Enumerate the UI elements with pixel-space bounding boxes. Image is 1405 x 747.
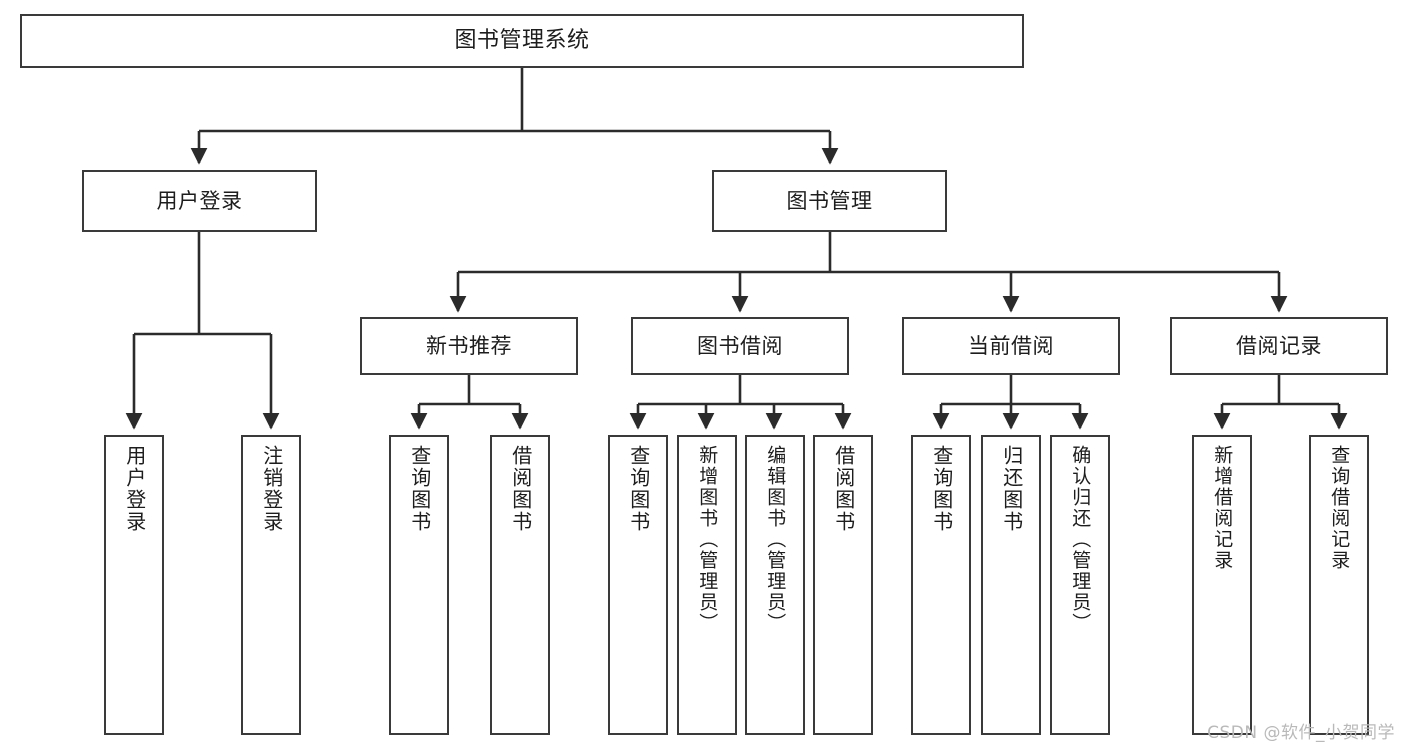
node-leaf-edit-book[interactable]: 编辑图书（管理员） [745,435,805,735]
node-user-login-label: 用户登录 [156,188,243,213]
node-borrow-record[interactable]: 借阅记录 [1170,317,1388,375]
node-leaf-borrow-book-2[interactable]: 借阅图书 [813,435,873,735]
node-leaf-add-book[interactable]: 新增图书（管理员） [677,435,737,735]
node-leaf-borrow-book-2-label: 借阅图书 [831,445,856,533]
node-leaf-return-book[interactable]: 归还图书 [981,435,1041,735]
node-book-manage-label: 图书管理 [786,188,873,213]
node-leaf-query-record[interactable]: 查询借阅记录 [1309,435,1369,735]
node-root-label: 图书管理系统 [454,28,590,54]
node-leaf-return-book-label: 归还图书 [999,445,1024,533]
node-current-borrow[interactable]: 当前借阅 [902,317,1120,375]
node-current-borrow-label: 当前借阅 [968,333,1054,358]
csdn-watermark: CSDN @软件_小贺同学 [1207,723,1395,743]
node-new-book-recommend-label: 新书推荐 [426,333,512,358]
node-leaf-edit-book-label: 编辑图书（管理员） [764,445,787,634]
node-leaf-confirm-return-label: 确认归还（管理员） [1069,445,1092,634]
node-book-borrow-label: 图书借阅 [697,333,783,358]
node-leaf-query-book-3[interactable]: 查询图书 [911,435,971,735]
node-leaf-logout-login-label: 注销登录 [259,445,284,533]
node-leaf-query-book-2-label: 查询图书 [626,445,651,533]
node-root[interactable]: 图书管理系统 [20,14,1024,68]
node-borrow-record-label: 借阅记录 [1236,333,1322,358]
node-leaf-query-book-1-label: 查询图书 [407,445,432,533]
node-book-manage[interactable]: 图书管理 [712,170,947,232]
node-new-book-recommend[interactable]: 新书推荐 [360,317,578,375]
node-leaf-query-book-3-label: 查询图书 [929,445,954,533]
node-user-login[interactable]: 用户登录 [82,170,317,232]
node-leaf-user-login-label: 用户登录 [122,445,147,533]
node-leaf-logout-login[interactable]: 注销登录 [241,435,301,735]
node-book-borrow[interactable]: 图书借阅 [631,317,849,375]
node-leaf-add-book-label: 新增图书（管理员） [696,445,719,634]
node-leaf-query-book-1[interactable]: 查询图书 [389,435,449,735]
node-leaf-query-book-2[interactable]: 查询图书 [608,435,668,735]
node-leaf-user-login[interactable]: 用户登录 [104,435,164,735]
node-leaf-add-record[interactable]: 新增借阅记录 [1192,435,1252,735]
node-leaf-add-record-label: 新增借阅记录 [1211,445,1234,571]
node-leaf-borrow-book-1-label: 借阅图书 [508,445,533,533]
node-leaf-borrow-book-1[interactable]: 借阅图书 [490,435,550,735]
node-leaf-query-record-label: 查询借阅记录 [1328,445,1351,571]
node-leaf-confirm-return[interactable]: 确认归还（管理员） [1050,435,1110,735]
